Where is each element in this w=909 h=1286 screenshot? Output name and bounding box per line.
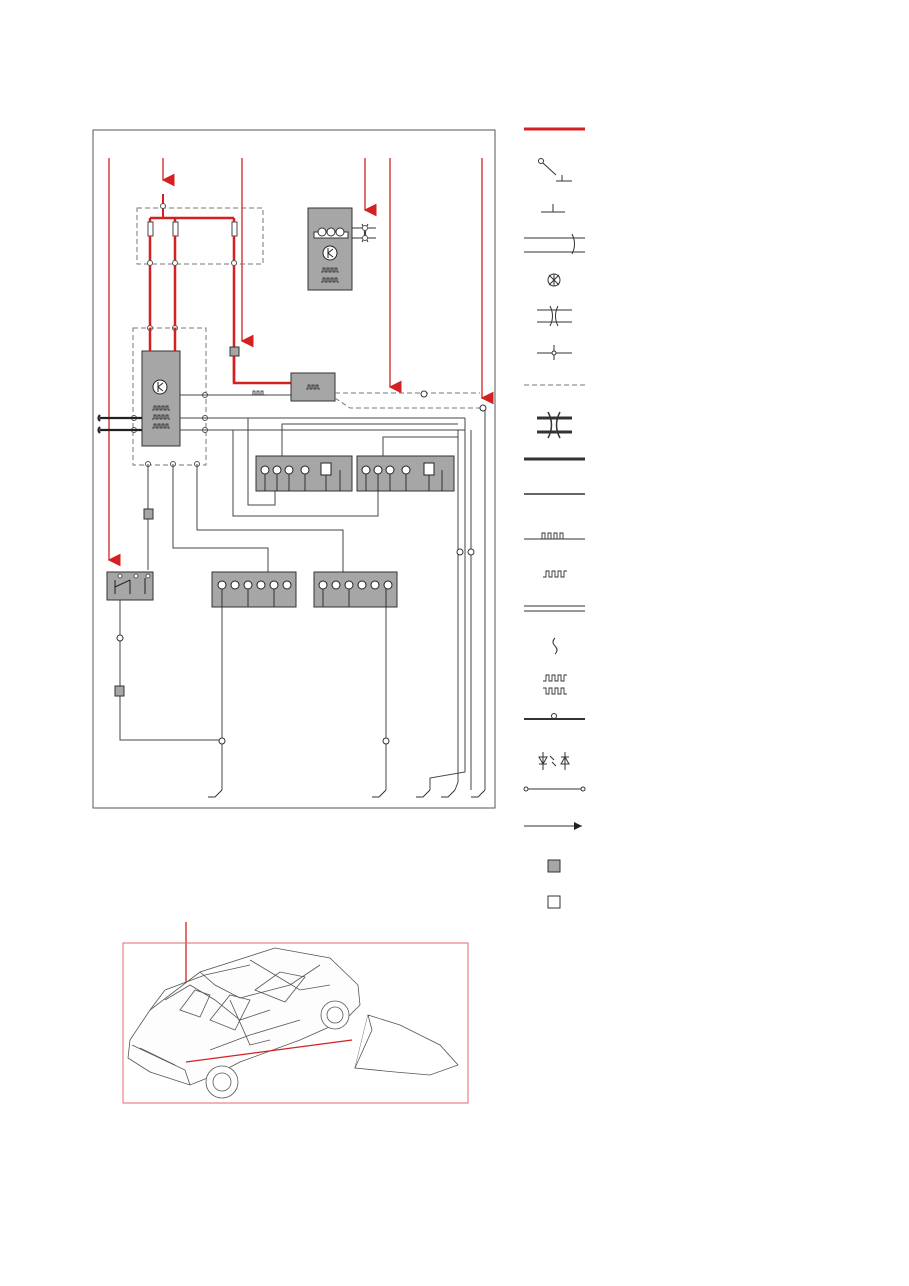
transistor-icon bbox=[322, 245, 338, 261]
connector-marker bbox=[114, 685, 125, 697]
pulse-signal-icon bbox=[152, 405, 170, 429]
control-module-top-right bbox=[307, 207, 376, 291]
schematic-frame bbox=[92, 129, 496, 809]
squiggle-symbol bbox=[552, 637, 558, 655]
splice-circle-symbol bbox=[547, 273, 561, 287]
junction-symbol bbox=[537, 345, 572, 360]
thick-twisted-pair-symbol bbox=[537, 411, 572, 439]
control-module-main bbox=[97, 327, 208, 467]
pulse-signal-icon bbox=[306, 384, 320, 390]
empty-box-symbol bbox=[547, 895, 561, 909]
splice-icon bbox=[420, 390, 428, 398]
led-diode-symbol bbox=[538, 752, 570, 770]
splice-icon bbox=[479, 404, 487, 412]
transistor-icon bbox=[152, 379, 168, 395]
car-locator bbox=[122, 922, 469, 1104]
ground-symbol bbox=[541, 204, 565, 213]
lamp-cluster-2 bbox=[313, 571, 398, 608]
bulb-row-icon bbox=[313, 227, 349, 239]
filled-box-symbol bbox=[547, 859, 561, 873]
module-small bbox=[290, 372, 487, 412]
shielded-cable-symbol bbox=[524, 233, 585, 255]
connector-marker bbox=[143, 508, 154, 520]
ground-symbol bbox=[208, 789, 486, 798]
switch-symbol bbox=[538, 158, 572, 182]
node-wire-symbol bbox=[524, 713, 585, 720]
double-wire-symbol bbox=[524, 605, 585, 612]
switch-unit bbox=[106, 508, 154, 697]
legend bbox=[523, 127, 586, 909]
power-feed-lines bbox=[107, 158, 494, 567]
power-output-line bbox=[232, 356, 291, 385]
signal-symbol bbox=[543, 570, 567, 578]
signal-wires bbox=[119, 394, 486, 791]
dual-signal-symbol bbox=[543, 674, 567, 695]
splice-icon bbox=[116, 548, 475, 745]
connector-marker bbox=[229, 346, 240, 357]
can-bus-signal-symbol bbox=[524, 532, 585, 540]
twisted-pair-symbol bbox=[537, 305, 572, 327]
lamp-cluster-1 bbox=[211, 571, 297, 608]
pulse-signal-icon bbox=[321, 267, 339, 283]
fuse-icon bbox=[147, 221, 238, 237]
can-bus-signal-icon bbox=[251, 390, 265, 396]
car-cutaway-icon bbox=[127, 947, 361, 1099]
lamp-cluster-3 bbox=[255, 423, 458, 492]
endpoint-wire-symbol bbox=[523, 786, 586, 792]
lamp-cluster-4 bbox=[356, 436, 458, 492]
wedge-detail-icon bbox=[354, 1014, 459, 1076]
